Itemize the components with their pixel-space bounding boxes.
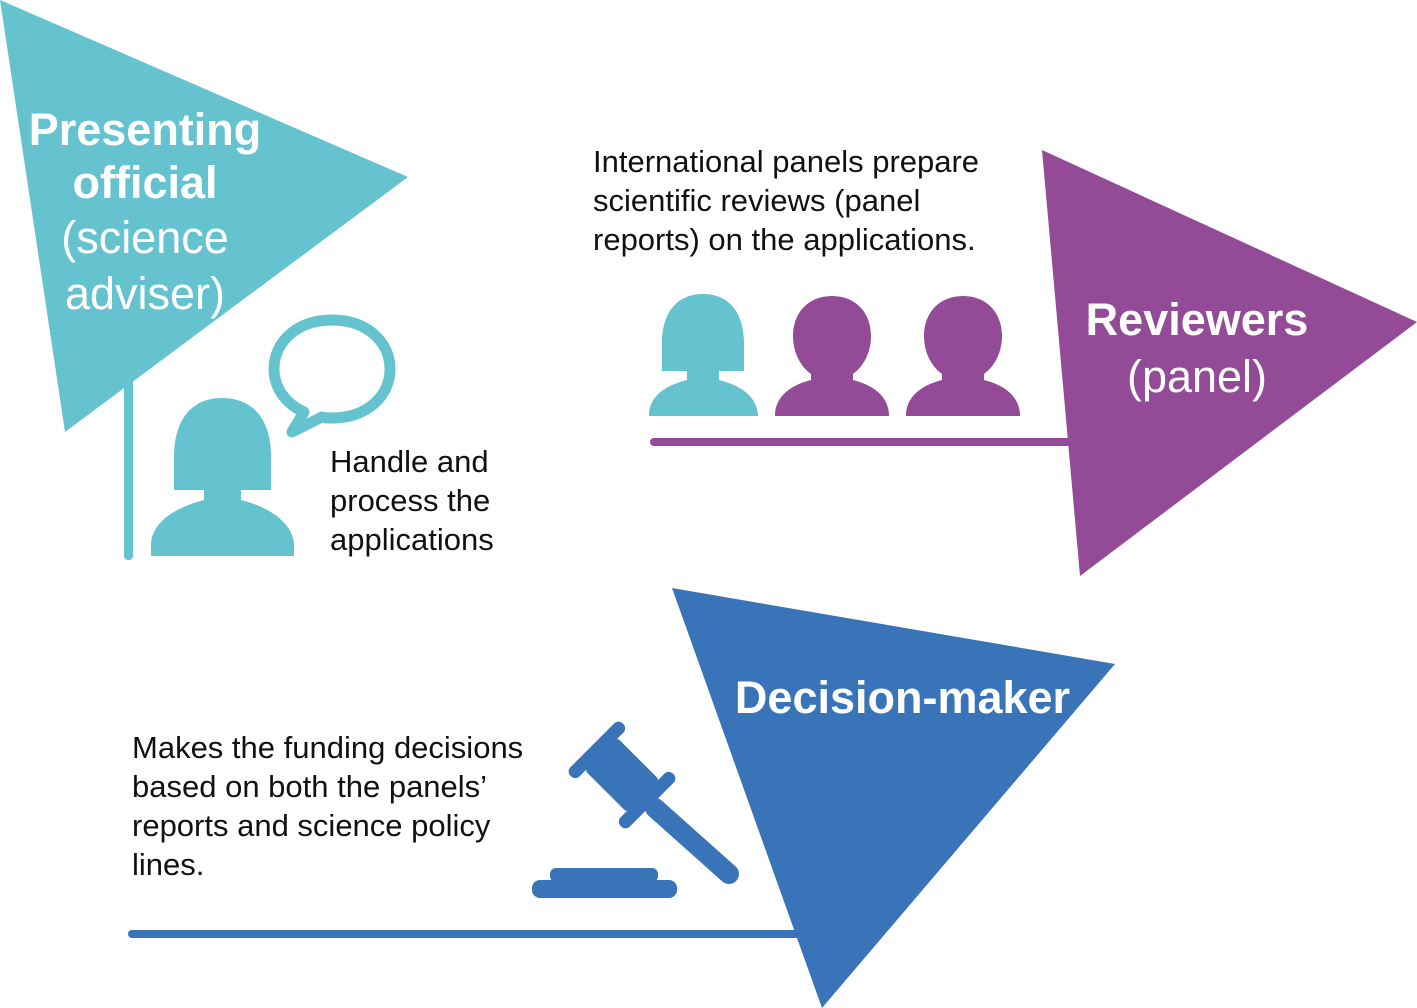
reviewers-title: Reviewers — [1085, 294, 1309, 345]
presenting-description-line2: process the — [330, 483, 491, 518]
reviewers-description-line1: International panels prepare — [593, 144, 980, 179]
presenting-pole — [124, 330, 133, 560]
reviewers-baseline — [650, 438, 1090, 446]
person-male-icon — [775, 296, 889, 416]
decision-baseline — [128, 930, 828, 938]
decision-description-line4: lines. — [132, 847, 205, 882]
presenting-subtitle-line1: (science — [61, 212, 229, 263]
reviewers-description-line3: reports) on the applications. — [593, 222, 976, 257]
presenting-title-line2: official — [72, 157, 218, 208]
decision-description-line3: reports and science policy — [132, 808, 491, 843]
reviewers-subtitle: (panel) — [1126, 351, 1268, 402]
decision-title: Decision-maker — [734, 672, 1071, 723]
decision-description-line1: Makes the funding decisions — [132, 730, 524, 765]
presenting-triangle — [0, 0, 408, 432]
decision-description-line2: based on both the panels’ — [132, 769, 488, 804]
person-male-icon — [906, 296, 1020, 416]
decision-triangle — [672, 588, 1115, 1008]
presenting-title-line1: Presenting — [28, 104, 262, 155]
presenting-description-line1: Handle and — [330, 444, 489, 479]
gavel-icon — [532, 721, 739, 898]
person-female-icon — [649, 294, 758, 416]
reviewers-triangle — [1042, 150, 1417, 576]
presenting-description-line3: applications — [330, 522, 494, 557]
person-female-icon — [151, 398, 294, 556]
presenting-subtitle-line2: adviser) — [64, 268, 226, 319]
reviewers-description-line2: scientific reviews (panel — [593, 183, 921, 218]
speech-bubble-icon — [268, 314, 396, 438]
